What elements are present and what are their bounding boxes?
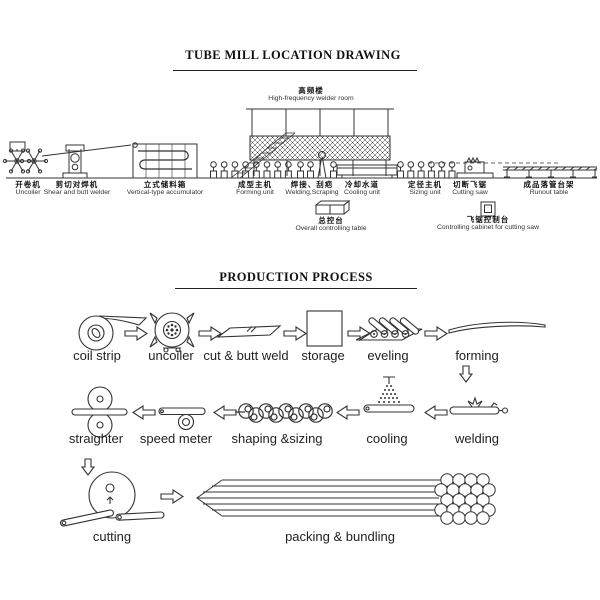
step-label-welding: welding bbox=[454, 431, 500, 446]
arrow-right-icon bbox=[160, 489, 184, 504]
weld-point-arrow-icon bbox=[459, 365, 473, 383]
step-label-cooling: cooling bbox=[366, 431, 408, 446]
step-label-straighter: straighter bbox=[68, 431, 124, 446]
title-underline bbox=[173, 70, 417, 71]
station-zh: 剪切对焊机 bbox=[55, 180, 99, 189]
strip-line bbox=[41, 144, 132, 157]
runout-table-icon bbox=[503, 166, 598, 178]
welder-room-label-en: High-frequency welder room bbox=[268, 95, 354, 102]
cooling-icon bbox=[363, 376, 415, 413]
arrow-left-icon bbox=[132, 405, 156, 420]
uncoiler-step-icon bbox=[149, 312, 195, 353]
station-zh: 开卷机 bbox=[15, 180, 41, 189]
station-zh: 焊接、刮疤 bbox=[290, 180, 334, 189]
station-en: Runout table bbox=[529, 189, 569, 196]
arrow-left-icon bbox=[336, 405, 360, 420]
sizing-unit-icon bbox=[395, 161, 457, 179]
station-zh: 成型主机 bbox=[238, 180, 272, 189]
welder-room-icon bbox=[246, 108, 394, 176]
station-en: Uncoiler bbox=[15, 189, 41, 196]
station-label-accumulator: 立式储料箱 Vertical-type accumulator bbox=[127, 180, 203, 197]
step-label-uncoiler: uncoiler bbox=[148, 348, 194, 363]
step-label-speed-meter: speed meter bbox=[139, 431, 213, 446]
storage-icon bbox=[306, 310, 343, 347]
shaping-sizing-icon bbox=[235, 403, 333, 423]
station-en: Welding,Scraping bbox=[285, 189, 339, 196]
station-en: Shear and butt welder bbox=[43, 189, 111, 196]
station-label-shear: 剪切对焊机 Shear and butt welder bbox=[44, 180, 111, 197]
cutting-icon bbox=[59, 458, 165, 527]
station-en: Cooling unit bbox=[344, 189, 380, 196]
station-zh: 冷却水道 bbox=[345, 180, 379, 189]
station-label-welding-scraping: 焊接、刮疤 Welding,Scraping bbox=[285, 180, 338, 197]
control-en: Controlling cabinet for cutting saw bbox=[436, 224, 540, 231]
uncoiler-machine-icon bbox=[2, 141, 49, 174]
station-label-runout: 成品落管台架 Runout table bbox=[524, 180, 575, 197]
mill-layout-drawing bbox=[2, 108, 598, 217]
packing-bundling-icon bbox=[196, 473, 496, 525]
step-label-eveling: eveling bbox=[367, 348, 409, 363]
arrow-right-icon bbox=[124, 326, 148, 341]
control-console-icon bbox=[314, 199, 351, 215]
control-console-label: 总控台 Overall controlling table bbox=[295, 216, 366, 233]
control-zh: 总控台 bbox=[318, 216, 344, 225]
step-label-cutting: cutting bbox=[92, 529, 132, 544]
station-label-forming: 成型主机 Forming unit bbox=[236, 180, 274, 197]
arrow-right-icon bbox=[283, 326, 307, 341]
forming-unit-icon bbox=[208, 161, 294, 179]
station-zh: 切断飞锯 bbox=[452, 180, 487, 189]
cut-butt-weld-icon bbox=[216, 325, 282, 338]
saw-cabinet-label: 飞锯控制台 Controlling cabinet for cutting sa… bbox=[437, 215, 539, 232]
welder-room-label: 高频楼 High-frequency welder room bbox=[268, 86, 353, 103]
station-en: Sizing unit bbox=[409, 189, 441, 196]
welding-scraping-icon bbox=[295, 151, 339, 179]
straighter-icon bbox=[71, 386, 128, 438]
control-zh: 飞锯控制台 bbox=[466, 215, 510, 224]
process-underline bbox=[175, 288, 417, 289]
step-label-coil-strip: coil strip bbox=[73, 348, 121, 363]
station-label-uncoiler: 开卷机 Uncoiler bbox=[15, 180, 41, 197]
station-label-cutting-saw: 切断飞锯 Cutting saw bbox=[452, 180, 488, 197]
cooling-tank-icon bbox=[336, 164, 398, 178]
speed-meter-icon bbox=[158, 407, 206, 431]
control-en: Overall controlling table bbox=[295, 225, 367, 232]
station-en: Vertical-type accumulator bbox=[126, 189, 204, 196]
step-label-packing-bundling: packing & bundling bbox=[285, 529, 395, 544]
arrow-right-icon bbox=[424, 326, 448, 341]
production-process-title: PRODUCTION PROCESS bbox=[219, 270, 373, 284]
station-zh: 定径主机 bbox=[408, 180, 442, 189]
station-label-sizing: 定径主机 Sizing unit bbox=[408, 180, 442, 197]
station-label-cooling: 冷却水道 Cooling unit bbox=[344, 180, 380, 197]
step-label-storage: storage bbox=[301, 348, 345, 363]
forming-icon bbox=[448, 321, 546, 334]
welder-room-label-zh: 高频楼 bbox=[298, 86, 324, 95]
saw-control-cabinet-icon bbox=[480, 201, 496, 217]
station-en: Forming unit bbox=[236, 189, 274, 196]
step-label-shaping-sizing: shaping &sizing bbox=[231, 431, 323, 446]
coil-strip-icon bbox=[78, 315, 148, 351]
station-en: Cutting saw bbox=[452, 189, 488, 196]
step-label-cut-butt-weld: cut & butt weld bbox=[203, 348, 289, 363]
eveling-icon bbox=[355, 317, 423, 341]
accumulator-icon bbox=[132, 142, 198, 179]
station-zh: 立式储料箱 bbox=[143, 180, 187, 189]
arrow-left-icon bbox=[424, 405, 448, 420]
location-drawing-title: TUBE MILL LOCATION DRAWING bbox=[185, 48, 401, 62]
welding-icon bbox=[449, 396, 509, 415]
cutting-saw-icon bbox=[456, 156, 494, 179]
station-zh: 成品落管台架 bbox=[523, 180, 575, 189]
shear-butt-welder-icon bbox=[62, 144, 88, 179]
step-label-forming: forming bbox=[455, 348, 499, 363]
